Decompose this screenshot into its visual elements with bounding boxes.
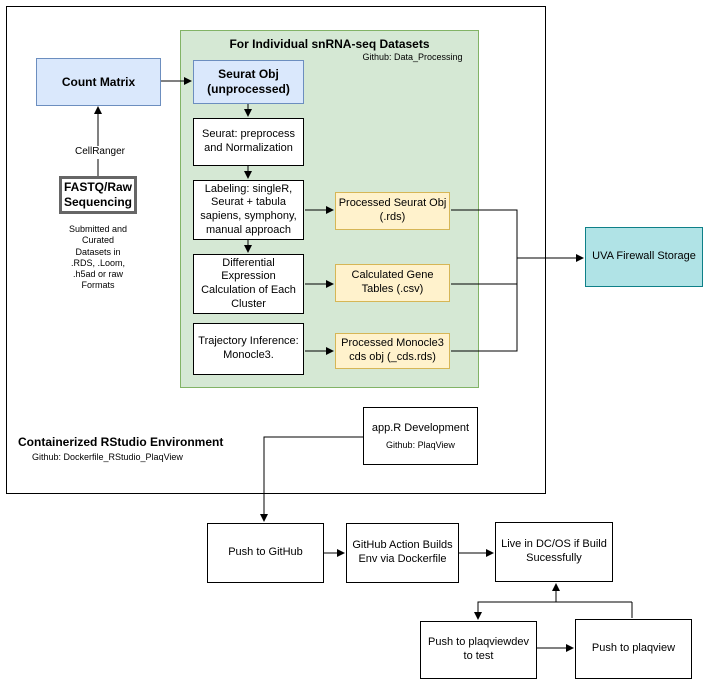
cellranger-label: CellRanger [70, 146, 130, 159]
arrow-to-plaqviewdev [474, 601, 632, 620]
panel-title: For Individual snRNA-seq Datasets [229, 37, 430, 51]
count-matrix-node: Count Matrix [36, 58, 161, 106]
app-github-label: Github: PlaqView [386, 440, 455, 450]
app-dev-node [363, 407, 478, 465]
processed-seurat-node: Processed Seurat Obj (.rds) [335, 192, 450, 230]
container-github-label: Github: Dockerfile_RStudio_PlaqView [32, 452, 183, 462]
diff-expr-node: Differential Expression Calculation of E… [193, 254, 304, 314]
trajectory-node: Trajectory Inference: Monocle3. [193, 323, 304, 375]
fastq-caption: Submitted and Curated Datasets in .RDS, … [68, 224, 128, 291]
gh-action-node: GitHub Action Builds Env via Dockerfile [346, 523, 459, 583]
uva-storage-node: UVA Firewall Storage [585, 227, 703, 287]
push-github-node: Push to GitHub [207, 523, 324, 583]
push-plaqviewdev-node: Push to plaqviewdev to test [420, 621, 537, 679]
labeling-node: Labeling: singleR, Seurat + tabula sapie… [193, 180, 304, 240]
push-plaqview-node: Push to plaqview [575, 619, 692, 679]
fastq-node: FASTQ/Raw Sequencing [59, 176, 137, 214]
wire-processed-to-storage [451, 209, 518, 258]
container-title: Containerized RStudio Environment [18, 435, 224, 449]
preprocess-node: Seurat: preprocess and Normalization [193, 118, 304, 166]
monocle-obj-node: Processed Monocle3 cds obj (_cds.rds) [335, 333, 450, 369]
gene-tables-node: Calculated Gene Tables (.csv) [335, 264, 450, 302]
rstudio-container [6, 6, 546, 494]
app-dev-label: app.R Development [371, 422, 470, 434]
panel-github-label: Github: Data_Processing [362, 52, 463, 62]
wire-monocle-to-storage [451, 258, 518, 352]
live-node: Live in DC/OS if Build Sucessfully [495, 522, 613, 582]
wire-genetables-to-storage [451, 258, 518, 285]
seurat-unprocessed-node: Seurat Obj (unprocessed) [193, 60, 304, 104]
